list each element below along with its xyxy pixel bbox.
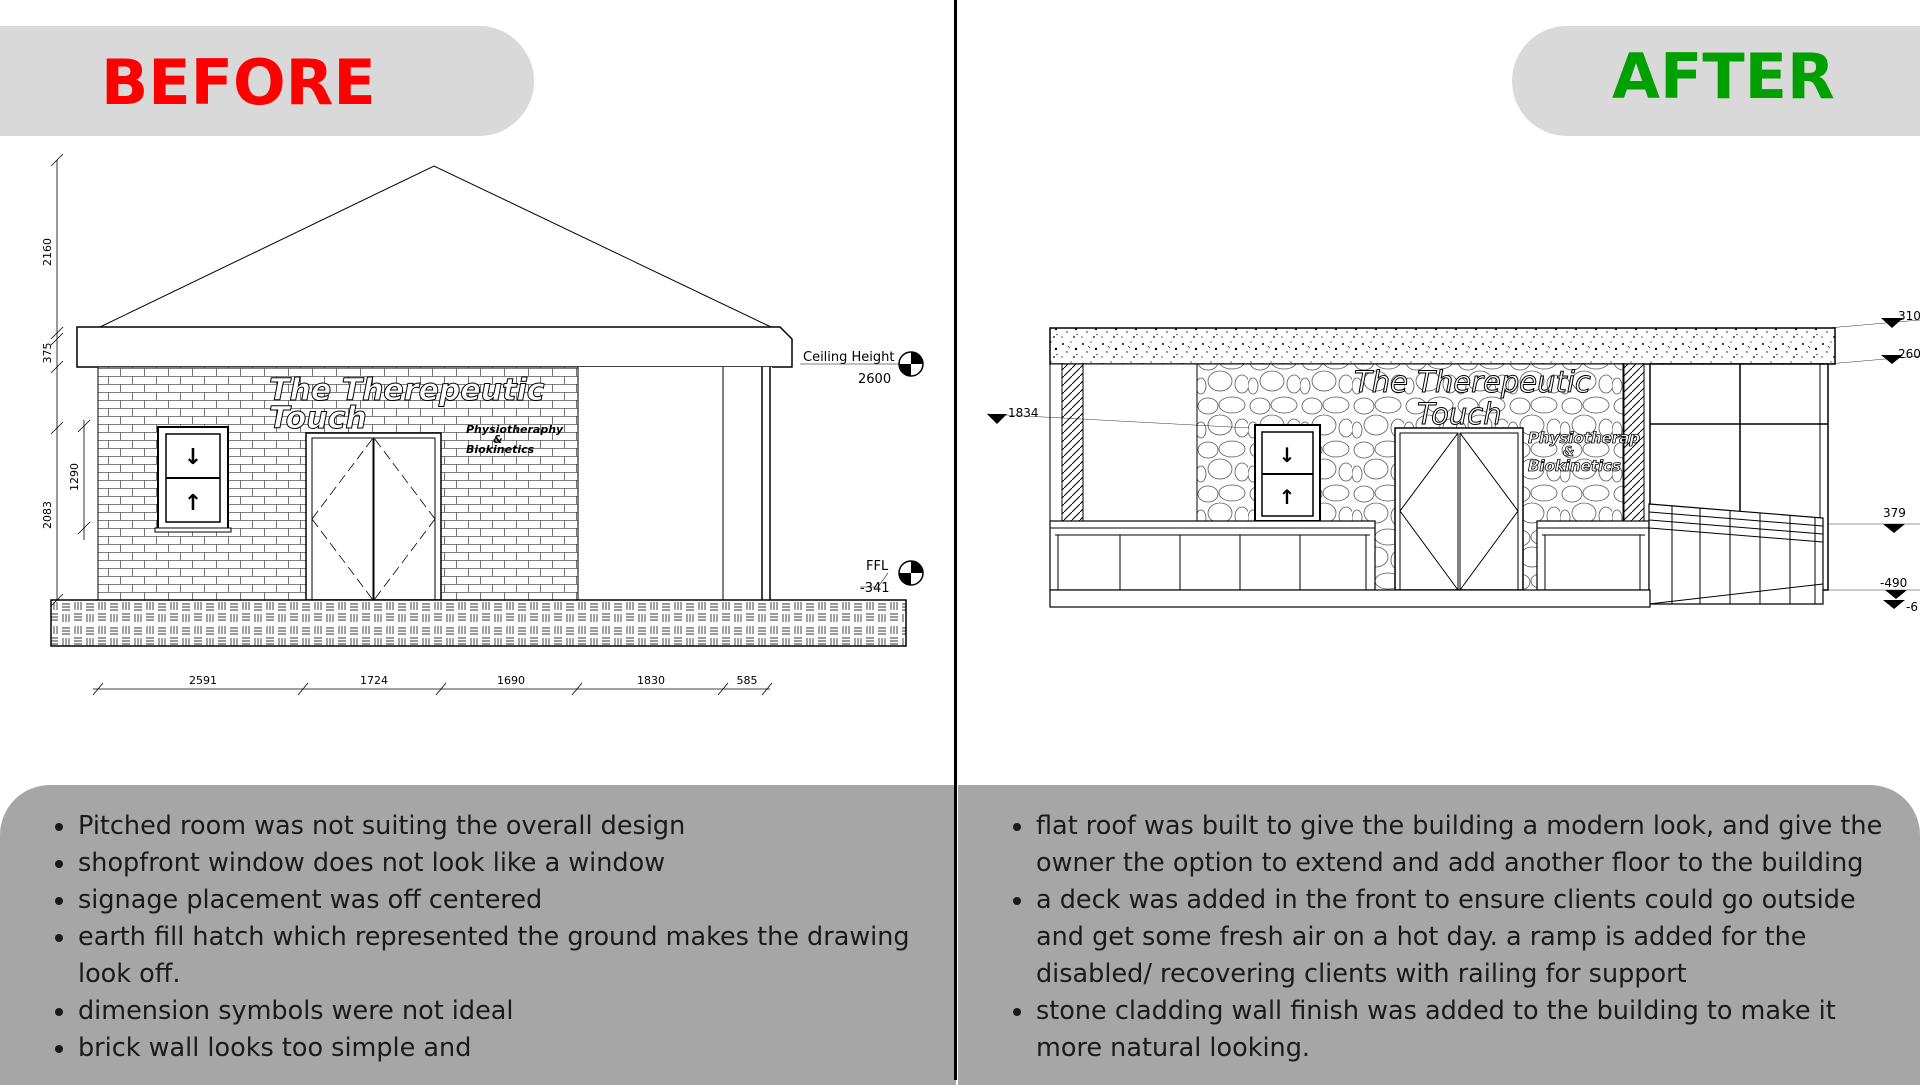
after-level-379: 379 (1883, 506, 1906, 520)
after-signage: The Therepeutic Touch Physiotherap & Bio… (1354, 365, 1641, 476)
before-ceiling-value: 2600 (858, 372, 891, 387)
after-note-item: stone cladding wall finish was added to … (1013, 993, 1893, 1067)
before-note-item: signage placement was off centered (55, 882, 945, 919)
before-ffl-marker (860, 560, 924, 588)
after-deck-railing-right (1536, 520, 1650, 591)
before-label-pill (0, 26, 534, 136)
after-disabled-ramp (1648, 503, 1824, 605)
before-pitched-roof (76, 165, 793, 368)
before-ffl-value: -341 (860, 581, 890, 596)
after-sign-sub-line2: & (1563, 445, 1574, 460)
before-notes-list: Pitched room was not suiting the overall… (55, 808, 945, 1067)
after-level-260: 260 (1898, 347, 1920, 361)
before-signage: The Therepeutic Touch Physiotheraphy & B… (269, 373, 565, 457)
before-shopfront-wall (578, 367, 772, 600)
before-title: BEFORE (101, 46, 376, 119)
after-double-door (1394, 427, 1524, 591)
before-window (154, 426, 232, 533)
before-note-item: earth fill hatch which represented the g… (55, 919, 945, 993)
before-vdim-1290: 1290 (68, 463, 81, 491)
after-deck-railing-left (1049, 520, 1376, 591)
after-sign-title-line2: Touch (1417, 397, 1502, 431)
before-sign-sub-line2: & (493, 433, 503, 446)
before-note-item: brick wall looks too simple and (55, 1030, 945, 1067)
before-notes-panel: Pitched room was not suiting the overall… (0, 785, 956, 1085)
before-hdim-1724: 1724 (360, 674, 388, 687)
after-note-item: flat roof was built to give the building… (1013, 808, 1893, 882)
before-sign-sub-line1: Physiotheraphy (466, 423, 564, 436)
after-sign-sub-line3: Biokinetics (1528, 457, 1621, 475)
after-level-310: 310 (1898, 309, 1920, 323)
before-ceiling-height-marker (800, 351, 924, 377)
before-window-arrow-up: ↑ (184, 491, 202, 516)
after-title: AFTER (1612, 40, 1835, 113)
after-window-arrow-down: ↓ (1279, 443, 1296, 467)
center-divider (954, 0, 957, 1080)
before-double-door (305, 432, 442, 601)
before-hdim-1690: 1690 (497, 674, 525, 687)
after-level-markers-right (1827, 318, 1920, 609)
before-vdim-375: 375 (41, 343, 54, 364)
after-sign-title-line1: The Therepeutic (1354, 365, 1591, 399)
before-sign-title-line2: Touch (269, 401, 367, 436)
after-note-item: a deck was added in the front to ensure … (1013, 882, 1893, 993)
before-window-arrow-down: ↓ (184, 445, 202, 470)
before-note-item: Pitched room was not suiting the overall… (55, 808, 945, 845)
before-horizontal-dimensions (92, 682, 773, 696)
before-vdim-2160: 2160 (41, 238, 54, 266)
before-hdim-585: 585 (737, 674, 758, 687)
before-note-item: shopfront window does not look like a wi… (55, 845, 945, 882)
after-window (1254, 424, 1321, 522)
after-level-6: -6 (1906, 600, 1918, 614)
before-hdim-1830: 1830 (637, 674, 665, 687)
after-window-arrow-up: ↑ (1279, 485, 1296, 509)
after-deck-base (1049, 589, 1651, 608)
before-note-item: dimension symbols were not ideal (55, 993, 945, 1030)
before-earth-fill-hatch (50, 599, 907, 647)
before-sign-sub-line3: Biokinetics (466, 443, 535, 456)
after-level-left-value: 1834 (1008, 406, 1039, 420)
before-sign-title-line1: The Therepeutic (269, 373, 545, 408)
after-notes-list: flat roof was built to give the building… (1013, 808, 1893, 1067)
after-level-490: -490 (1880, 576, 1907, 590)
before-hdim-2591: 2591 (189, 674, 217, 687)
before-elevation-drawing: ↓ ↑ The Therepeutic Touch Physiotheraphy… (41, 153, 924, 696)
before-vdim-2083: 2083 (41, 501, 54, 529)
before-columns (722, 367, 771, 600)
after-sign-sub-line1: Physiotherap (1528, 429, 1640, 447)
after-label-pill (1512, 26, 1920, 136)
after-elevation-drawing: ↓ ↑ The Therepeutic Touch Physiotherap &… (986, 309, 1920, 614)
before-ffl-label: FFL (866, 559, 889, 574)
after-level-marker-left (986, 413, 1251, 429)
after-flat-roof-slab (1049, 327, 1836, 365)
after-notes-panel: flat roof was built to give the building… (958, 785, 1920, 1085)
before-vertical-dimensions (50, 153, 91, 607)
before-ceiling-label: Ceiling Height (803, 350, 895, 365)
